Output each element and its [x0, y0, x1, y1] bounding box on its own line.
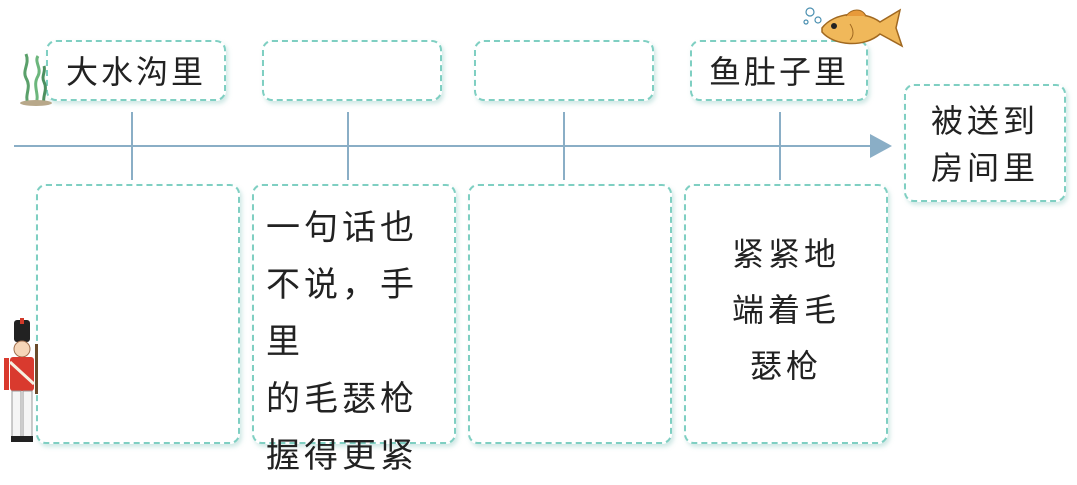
description-box-3[interactable]	[468, 184, 672, 444]
timeline-arrow-head	[870, 134, 892, 158]
description-text-4: 紧紧地 端着毛 瑟枪	[731, 235, 840, 385]
description-text-2: 一句话也 不说，手里 的毛瑟枪 握得更紧	[266, 208, 418, 476]
description-box-2: 一句话也 不说，手里 的毛瑟枪 握得更紧	[252, 184, 456, 476]
tin-soldier-icon	[4, 318, 38, 442]
end-place-box: 被送到 房间里	[904, 84, 1066, 202]
place-box-2[interactable]	[262, 40, 442, 101]
fish-icon	[803, 7, 904, 48]
description-box-4: 紧紧地 端着毛 瑟枪	[684, 184, 888, 444]
place-box-3[interactable]	[474, 40, 654, 101]
timeline	[14, 112, 892, 180]
seaweed-icon	[20, 53, 52, 106]
place-label-1: 大水沟里	[65, 53, 206, 91]
place-box-4: 鱼肚子里	[690, 40, 868, 101]
place-box-1: 大水沟里	[46, 40, 226, 101]
place-label-4: 鱼肚子里	[708, 53, 849, 91]
end-place-label: 被送到 房间里	[930, 102, 1039, 187]
description-box-1[interactable]	[36, 184, 240, 444]
